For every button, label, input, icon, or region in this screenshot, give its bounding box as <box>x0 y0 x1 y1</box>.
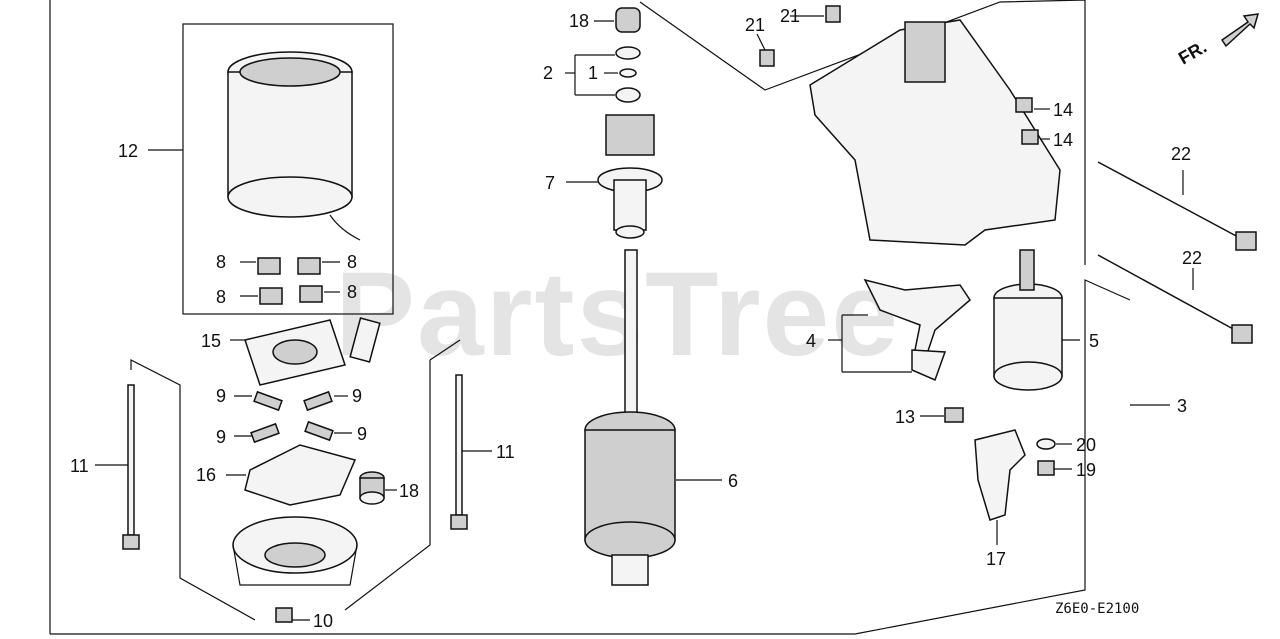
solenoid <box>993 249 1063 391</box>
callout-9-d: 9 <box>357 424 367 444</box>
long-bolts <box>1097 161 1257 344</box>
callout-14-lower: 14 <box>1053 130 1073 150</box>
callout-2: 2 <box>543 63 553 83</box>
callout-10: 10 <box>313 611 333 631</box>
brush-holder <box>244 317 381 386</box>
callout-18-top: 18 <box>569 11 589 31</box>
shift-lever <box>863 278 971 382</box>
callout-1: 1 <box>588 63 598 83</box>
assembly-outline <box>49 0 1131 635</box>
callout-21-left: 21 <box>745 15 765 35</box>
callout-8-c: 8 <box>347 252 357 272</box>
nut-14-upper <box>1015 97 1033 113</box>
callout-21-right: 21 <box>780 6 800 26</box>
callout-20: 20 <box>1076 435 1096 455</box>
callout-3: 3 <box>1177 396 1187 416</box>
springs <box>250 390 334 444</box>
washer-20 <box>1036 438 1056 450</box>
callout-11-right: 11 <box>496 442 515 462</box>
callout-9-b: 9 <box>352 386 362 406</box>
callout-8-a: 8 <box>216 252 226 272</box>
callout-22-lower: 22 <box>1182 248 1202 268</box>
callout-9-c: 9 <box>216 427 226 447</box>
callout-12: 12 <box>118 141 138 161</box>
drive-housing <box>809 19 1061 246</box>
callout-8-d: 8 <box>347 282 357 302</box>
bushing-lower <box>359 471 385 505</box>
field-coil-group-box <box>182 23 394 315</box>
brush-set <box>257 257 323 305</box>
diagram-code: Z6E0-E2100 <box>1055 601 1139 617</box>
brush-plate <box>244 444 357 506</box>
bushing-21-left <box>759 49 775 67</box>
through-bolts <box>122 339 468 621</box>
pinion-clutch <box>597 114 663 239</box>
callout-19: 19 <box>1076 460 1096 480</box>
callout-16: 16 <box>196 465 216 485</box>
callout-9-a: 9 <box>216 386 226 406</box>
callout-8-b: 8 <box>216 287 226 307</box>
callout-11-left: 11 <box>70 456 89 476</box>
callout-4: 4 <box>806 331 816 351</box>
callout-13: 13 <box>895 407 915 427</box>
end-cover <box>232 516 358 623</box>
direction-label: FR. <box>1175 37 1210 69</box>
front-direction-arrow <box>1220 13 1260 48</box>
leader-lines <box>95 15 1194 621</box>
nut-14-lower <box>1021 129 1039 145</box>
nut-19 <box>1037 460 1055 476</box>
callout-14-upper: 14 <box>1053 100 1073 120</box>
pinion-small-parts <box>615 7 641 103</box>
terminal-cover <box>974 429 1026 521</box>
callout-6: 6 <box>728 471 738 491</box>
callout-17: 17 <box>986 549 1006 569</box>
callout-22-upper: 22 <box>1171 144 1191 164</box>
callout-15: 15 <box>201 331 221 351</box>
callout-7: 7 <box>545 173 555 193</box>
bushing-21-right <box>825 5 841 23</box>
callout-18-lower: 18 <box>399 481 419 501</box>
yoke-field-coil <box>227 51 361 241</box>
nut-13 <box>944 407 964 423</box>
armature <box>584 249 676 586</box>
watermark: PartsTree <box>335 247 900 381</box>
callout-5: 5 <box>1089 331 1099 351</box>
